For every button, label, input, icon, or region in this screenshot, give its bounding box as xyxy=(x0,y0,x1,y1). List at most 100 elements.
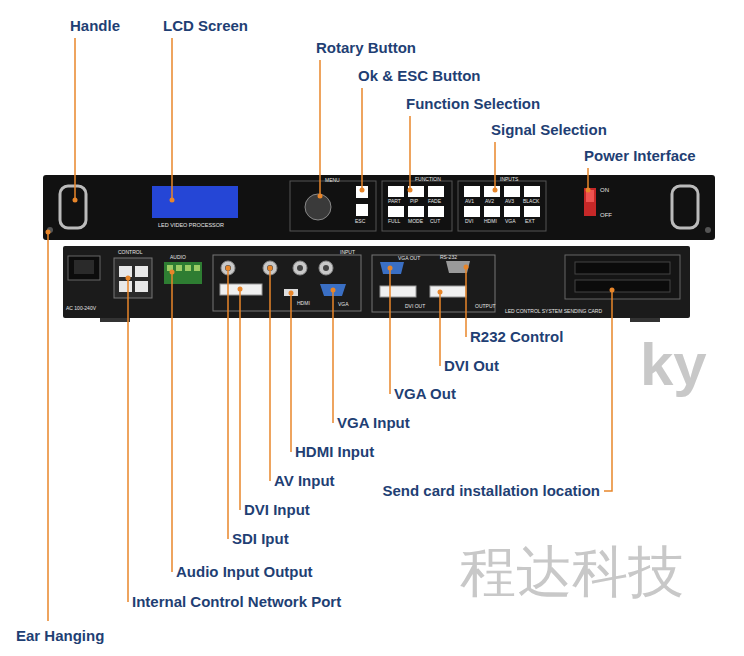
back-unit xyxy=(164,262,202,284)
leader-line xyxy=(361,88,363,190)
back-unit xyxy=(630,318,660,322)
leader-dot xyxy=(46,230,51,235)
button-text: FADE xyxy=(428,198,441,204)
back-unit xyxy=(284,289,298,296)
leader-dot xyxy=(289,291,294,296)
front-panel xyxy=(464,186,480,197)
front-panel xyxy=(672,186,698,228)
callout-label: VGA Out xyxy=(394,385,456,402)
leader-dot xyxy=(438,290,443,295)
leader-dot xyxy=(586,188,591,193)
button-text: EXT xyxy=(525,218,535,224)
leader-dot xyxy=(464,265,469,270)
port-text: DVI OUT xyxy=(405,303,425,309)
front-panel xyxy=(290,181,376,231)
front-panel xyxy=(428,186,444,197)
leader-line xyxy=(332,290,334,423)
leader-dot xyxy=(126,276,131,281)
front-panel xyxy=(524,186,540,197)
button-text: DVI xyxy=(465,218,473,224)
leader-dot xyxy=(318,194,323,199)
front-panel xyxy=(43,175,715,240)
back-unit xyxy=(185,265,191,271)
front-panel xyxy=(60,186,86,228)
back-unit xyxy=(135,281,148,292)
leader-dot xyxy=(238,287,243,292)
port-text: VGA OUT xyxy=(398,255,420,261)
callout-label: Function Selection xyxy=(406,95,540,112)
leader-dot xyxy=(493,188,498,193)
port-text: VGA xyxy=(338,301,349,307)
front-panel xyxy=(388,206,404,217)
front-panel xyxy=(484,186,500,197)
leader-dot xyxy=(360,188,365,193)
panel-text: ESC xyxy=(355,218,365,224)
leader-line xyxy=(319,60,321,196)
button-text: AV3 xyxy=(505,198,514,204)
button-text: CUT xyxy=(430,218,440,224)
back-unit xyxy=(63,246,690,322)
front-panel xyxy=(524,206,540,217)
switch-text: ON xyxy=(600,186,609,194)
leader-dot xyxy=(73,198,78,203)
leader-dot xyxy=(331,288,336,293)
back-unit xyxy=(119,266,132,277)
button-text: VGA xyxy=(505,218,516,224)
front-panel xyxy=(408,186,424,197)
button-text: PART xyxy=(388,198,401,204)
back-unit xyxy=(380,286,416,297)
leader-line xyxy=(171,38,173,200)
front-panel xyxy=(356,204,368,216)
back-unit xyxy=(194,265,200,271)
back-unit xyxy=(68,256,100,280)
callout-label: DVI Out xyxy=(444,357,499,374)
button-text: AV2 xyxy=(485,198,494,204)
button-text: MODE xyxy=(408,218,423,224)
leader-dot xyxy=(46,188,615,296)
callout-label: Power Interface xyxy=(584,147,696,164)
front-panel xyxy=(428,206,444,217)
back-unit xyxy=(430,286,466,297)
leader-line xyxy=(494,142,496,190)
button-text: FULL xyxy=(388,218,400,224)
leader-dot xyxy=(610,288,615,293)
back-unit xyxy=(100,318,130,322)
port-text: OUTPUT xyxy=(475,303,496,309)
front-panel xyxy=(504,186,520,197)
panel-text: LED VIDEO PROCESSOR xyxy=(158,222,224,229)
leader-line xyxy=(587,168,589,190)
port-text: LED CONTROL SYSTEM SENDING CARD xyxy=(505,308,602,314)
leader-dot xyxy=(170,198,175,203)
callout-label: AV Input xyxy=(274,472,335,489)
callout-label: Send card installation location xyxy=(382,482,600,499)
button-text: BLACK xyxy=(523,198,539,204)
front-panel xyxy=(705,227,711,233)
front-panel xyxy=(408,206,424,217)
front-panel xyxy=(458,181,546,231)
front-panel xyxy=(356,186,368,198)
back-unit xyxy=(575,280,670,292)
front-panel xyxy=(464,206,480,217)
leader-line xyxy=(290,293,292,452)
back-unit xyxy=(380,262,404,274)
callout-label: Ear Hanging xyxy=(16,627,104,644)
callout-label: Signal Selection xyxy=(491,121,607,138)
watermark: ky xyxy=(640,330,707,399)
back-unit xyxy=(63,246,690,318)
leader-line xyxy=(439,292,441,366)
leader-line xyxy=(269,268,271,481)
back-unit xyxy=(323,265,329,271)
callout-label: DVI Input xyxy=(244,501,310,518)
port-text: RS-232 xyxy=(440,254,457,260)
back-unit xyxy=(225,265,231,271)
leader-line xyxy=(47,232,49,621)
switch-text: OFF xyxy=(600,211,612,219)
back-unit xyxy=(135,266,148,277)
front-panel xyxy=(305,194,331,220)
front-panel xyxy=(584,188,596,216)
callout-label: Ok & ESC Button xyxy=(358,67,481,84)
panel-text: MENU xyxy=(325,177,340,183)
callout-label: SDI Iput xyxy=(232,530,289,547)
leader-dot xyxy=(226,266,231,271)
leader-line xyxy=(604,290,612,491)
